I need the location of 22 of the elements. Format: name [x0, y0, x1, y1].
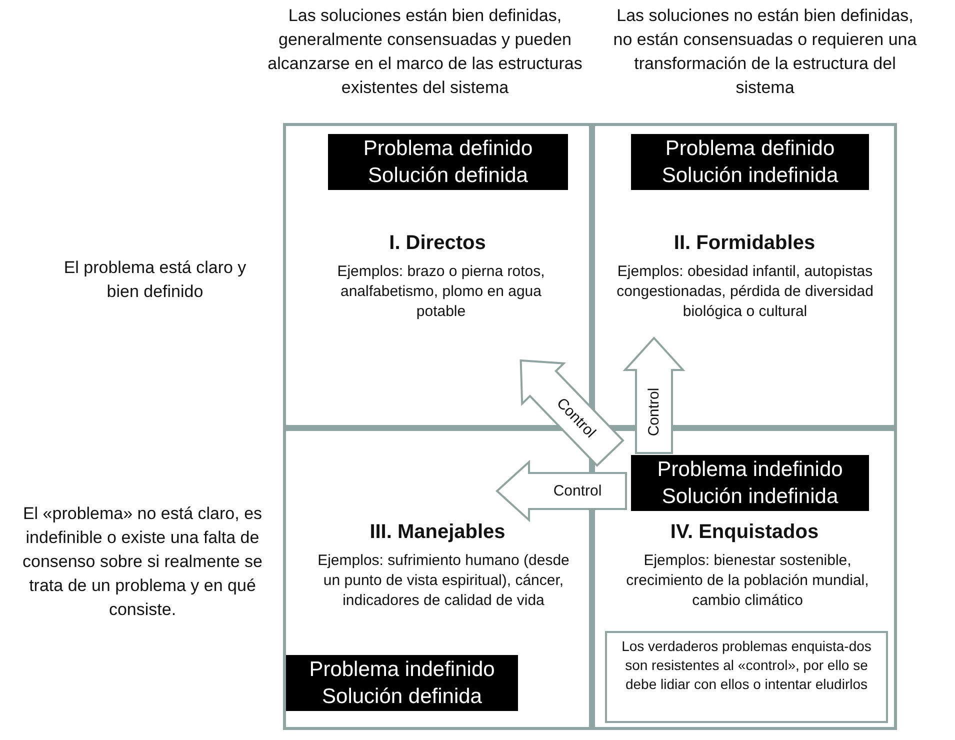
- axis-description: Las soluciones están bien definidas, generalmente consensuadas y pueden alcanzarse en el marco de las estructuras existentes del sistema: [266, 5, 584, 99]
- block-arrow: [496, 460, 627, 522]
- axis-description: Las soluciones no están bien definidas, no están consensuadas o requieren una transformación de la estructura del sistema: [612, 5, 918, 99]
- quadrant-title: IV. Enquistados: [669, 521, 820, 544]
- edge-label: Control: [646, 387, 662, 436]
- examples-text: Ejemplos: sufrimiento humano (desde un punto de vista espiritual), cáncer, indicadores de calidad de vida: [316, 551, 570, 611]
- axis-description: El problema está claro y bien definido: [62, 257, 248, 303]
- block-arrow: [520, 359, 624, 467]
- axis-description: El «problema» no está claro, es indefinible o existe una falta de consenso sobre si realmente se trata de un problema y en qué consiste.: [21, 503, 264, 621]
- quadrant-title: II. Formidables: [672, 232, 816, 255]
- category-label: Problema definido Solución definida: [328, 134, 568, 190]
- examples-text: Ejemplos: obesidad infantil, autopistas congestionadas, pérdida de diversidad biológica o cultural: [616, 262, 874, 322]
- block-arrow: [622, 336, 686, 454]
- examples-text: Ejemplos: brazo o pierna rotos, analfabetismo, plomo en agua potable: [336, 262, 546, 322]
- quadrant-title: III. Manejables: [368, 521, 506, 544]
- category-label: Problema indefinido Solución indefinida: [631, 455, 869, 511]
- quadrant-title: I. Directos: [388, 232, 487, 255]
- note-box: Los verdaderos problemas enquista-dos son resistentes al «control», por ello se debe lidiar con ellos o intentar eludirlos: [605, 631, 888, 723]
- edge-label: Control: [553, 482, 602, 500]
- examples-text: Ejemplos: bienestar sostenible, crecimiento de la población mundial, cambio climático: [625, 551, 870, 611]
- category-label: Problema indefinido Solución definida: [286, 655, 518, 711]
- category-label: Problema definido Solución indefinida: [631, 134, 869, 190]
